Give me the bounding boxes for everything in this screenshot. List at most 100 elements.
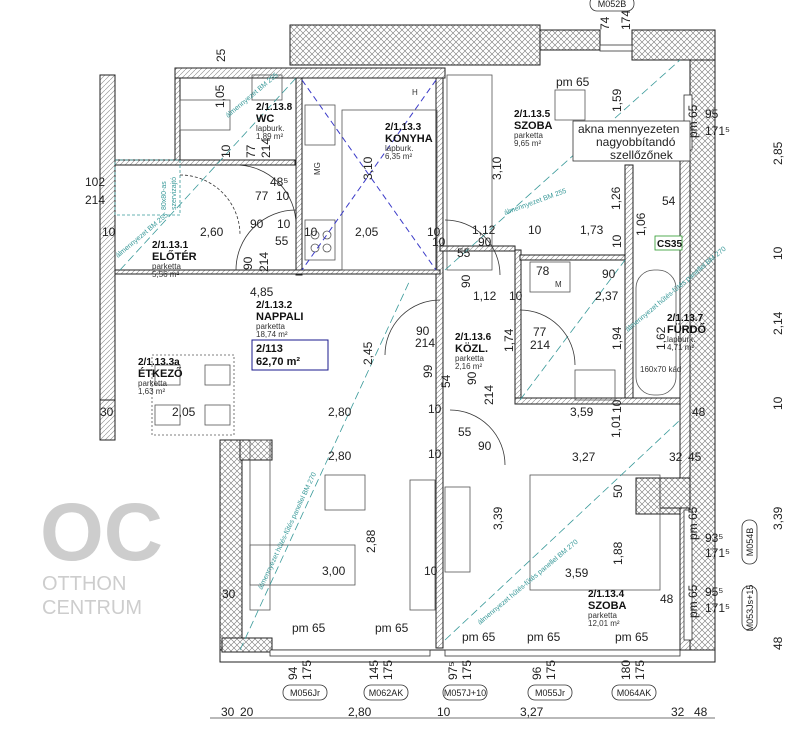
bottom-dimension: 30 (221, 705, 235, 719)
dimension-label: 1,12 (473, 289, 497, 303)
bathtub-label: 160x70 kád (640, 365, 681, 374)
dimension-label: 25 (214, 48, 228, 62)
window-tag-outline (363, 684, 409, 701)
room-name: SZOBA (588, 600, 627, 612)
window-tag-label: M057J+10 (444, 688, 486, 698)
dimension-label: 30 (100, 405, 114, 419)
dimension-label: 102 (85, 175, 105, 189)
dimension-label: 2,37 (595, 289, 619, 303)
dimension-label: 90 (250, 217, 264, 231)
room-name: NAPPALI (256, 311, 303, 323)
window-sill-height: 96 (530, 666, 544, 680)
dimension-label: 93⁵ (705, 531, 723, 545)
dimension-label: 48⁵ (270, 175, 288, 189)
window-label: pm 65 (375, 621, 409, 635)
dimension-label: 214 (482, 385, 496, 405)
window-label: pm 65 (462, 630, 496, 644)
room-id: 2/1.13.6 (455, 332, 492, 343)
dimension-label: 10 (276, 189, 290, 203)
dimension-label: 3,10 (490, 156, 504, 180)
window-tag-label: M054B (745, 528, 755, 557)
m-label: M (555, 280, 562, 289)
dimension-label: 10 (509, 289, 523, 303)
room-area: 4,71 m² (667, 343, 694, 352)
room-area: 1,63 m² (138, 387, 165, 396)
bottom-dimension: 48 (694, 705, 708, 719)
room-id: 2/1.13.1 (152, 240, 189, 251)
bathtub (635, 269, 677, 396)
apartment-code: 2/113 (256, 343, 283, 355)
room-area: 6,35 m² (385, 152, 412, 161)
window-sill-height: 175 (381, 660, 395, 680)
dimension-label: 1,01 (609, 414, 623, 438)
dimension-label: 55 (458, 425, 472, 439)
dimension-label: 10 (427, 225, 441, 239)
dimension-label: 95 (705, 107, 719, 121)
dimension-label: 2,80 (328, 449, 352, 463)
h-label: H (412, 88, 418, 97)
room-floor: parketta (514, 131, 543, 140)
service-door-note: 80x80-as (161, 181, 168, 210)
dimension-label: 10 (277, 217, 291, 231)
dimension-label: 2,85 (771, 141, 785, 165)
dimension-label: 1,73 (580, 223, 604, 237)
window-sill-height: 97⁵ (446, 662, 460, 680)
bottom-dimension: 3,27 (520, 705, 544, 719)
window-tag-label: M064AK (617, 688, 652, 698)
dimension-label: 2,14 (771, 311, 785, 335)
kitchen-sink (304, 104, 336, 146)
room-name: FÜRDŐ (667, 323, 707, 336)
window-label: pm 65 (556, 75, 590, 89)
window-tag (442, 684, 488, 701)
room-area: 9,65 m² (514, 139, 541, 148)
dimension-label: 90 (459, 274, 473, 288)
window-tag (282, 684, 328, 701)
room-id: 2/1.13.3a (138, 357, 180, 368)
dimension-label: 4,85 (250, 285, 274, 299)
window-tag-outline (282, 684, 328, 701)
dimension-label: 99 (421, 364, 435, 378)
dimension-label: 45 (688, 450, 702, 464)
ceiling-note: álmennyezet BM 255 (503, 188, 567, 217)
dimension-label: 1,88 (611, 541, 625, 565)
window-label: pm 65 (615, 630, 649, 644)
window-tag (611, 684, 657, 701)
dimension-label: 30 (222, 587, 236, 601)
bath-sink (574, 369, 616, 401)
dimension-label: 1,59 (610, 88, 624, 112)
window-tag-label: M062AK (369, 688, 404, 698)
ceiling-note: álmennyezet hűtés-fűtés panellel BM 270 (257, 471, 318, 590)
room-floor: parketta (588, 611, 617, 620)
shaft-note-box (572, 120, 691, 162)
room-floor: parketta (152, 262, 181, 271)
window-label: pm 65 (686, 584, 700, 618)
dimension-label: 90 (478, 235, 492, 249)
dimension-label: 3,59 (565, 566, 589, 580)
room-floor: lapburk. (667, 335, 695, 344)
dimension-label: 2,05 (355, 225, 379, 239)
window-label: pm 65 (292, 621, 326, 635)
cooktop (304, 219, 336, 261)
room-floor: parketta (455, 354, 484, 363)
watermark-logo: OC OTTHON CENTRUM (40, 487, 163, 619)
dimension-label: 90 (241, 256, 255, 270)
window-tag-outline (741, 585, 758, 631)
dimension-label: 1,05 (213, 84, 227, 108)
room-name: KONYHA (385, 133, 433, 145)
window-tag (741, 585, 758, 631)
dimension-label: 1,06 (634, 212, 648, 236)
cs-tag-box (654, 235, 683, 251)
dimension-label: 10 (771, 396, 785, 410)
bed-large (529, 474, 661, 591)
dimension-label: 3,27 (572, 450, 596, 464)
dimension-label: 214 (415, 336, 435, 350)
bottom-dimension: 10 (437, 705, 451, 719)
dimension-label: 50 (611, 484, 625, 498)
doors (179, 164, 576, 466)
dimension-label: 2,80 (328, 405, 352, 419)
window-tag (741, 519, 758, 565)
dimension-label: 10 (219, 144, 233, 158)
window-label: pm 65 (527, 630, 561, 644)
room-id: 2/1.13.2 (256, 300, 293, 311)
dimension-label: 10 (428, 402, 442, 416)
